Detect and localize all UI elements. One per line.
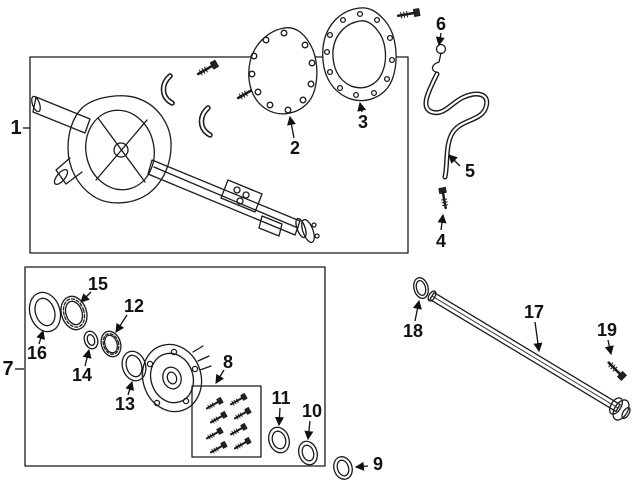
callout-3: 3 <box>358 112 368 132</box>
part-vent-fitting <box>431 43 447 73</box>
leader-line-16 <box>36 329 46 345</box>
callout-12: 12 <box>124 296 144 316</box>
part-bearing-cup-13 <box>121 350 147 382</box>
part-axle-shaft <box>427 290 631 421</box>
part-retainer-bracket-lower <box>201 108 210 135</box>
callout-8: 8 <box>223 352 233 372</box>
leader-line-9 <box>354 461 369 471</box>
part-wheel-hub <box>141 343 212 413</box>
callout-1: 1 <box>10 117 21 139</box>
leader-line-13 <box>125 380 135 396</box>
leader-line-11 <box>274 407 285 427</box>
leader-line-15 <box>80 291 92 303</box>
part-gasket-ring <box>322 7 397 102</box>
callout-13: 13 <box>115 394 135 414</box>
callout-4: 4 <box>436 231 446 251</box>
callout-labels: 1 2 3 4 5 6 7 8 9 10 11 12 13 14 15 16 1… <box>2 14 617 474</box>
callout-2: 2 <box>290 138 300 158</box>
part-retainer-bracket-upper <box>163 76 172 103</box>
callout-19: 19 <box>597 320 617 340</box>
part-seal-10 <box>298 440 318 466</box>
callout-15: 15 <box>88 274 108 294</box>
part-flange-bolt-19 <box>604 358 628 382</box>
bolt-kit-box <box>191 385 262 458</box>
leader-line-14 <box>82 348 92 367</box>
leader-line-3 <box>357 101 367 113</box>
callout-5: 5 <box>465 161 475 181</box>
leader-lines <box>15 32 614 471</box>
part-hose-fitting <box>437 186 451 210</box>
leader-line-17 <box>533 321 543 353</box>
leader-line-10 <box>304 420 314 441</box>
part-mount-bolt-upper <box>195 58 220 79</box>
callout-16: 16 <box>27 343 47 363</box>
hub-parts-box <box>24 266 326 467</box>
callout-11: 11 <box>271 388 290 408</box>
leader-line-19 <box>604 339 614 356</box>
part-oring-18 <box>413 277 429 299</box>
leader-line-18 <box>412 299 422 322</box>
part-bearing-15 <box>60 295 88 331</box>
part-bearing-12 <box>100 330 122 358</box>
callout-10: 10 <box>302 401 322 421</box>
callout-6: 6 <box>436 14 446 34</box>
leader-line-4 <box>437 213 447 231</box>
callout-17: 17 <box>524 302 544 322</box>
callout-7: 7 <box>2 358 13 380</box>
part-seal-14 <box>83 330 99 350</box>
leader-line-6 <box>435 32 445 47</box>
part-bolt-kit <box>204 392 253 456</box>
part-seal-9 <box>333 456 353 480</box>
axle-assembly-box <box>29 56 409 254</box>
callout-18: 18 <box>403 321 423 341</box>
part-axle-housing <box>31 95 320 244</box>
part-vent-hose <box>423 71 490 180</box>
leader-line-2 <box>287 115 296 139</box>
part-cover-gasket <box>248 27 318 115</box>
leader-line-12 <box>115 314 128 333</box>
callout-14: 14 <box>72 365 92 385</box>
callout-9: 9 <box>373 454 383 474</box>
leader-line-5 <box>448 154 461 167</box>
leader-line-8 <box>215 369 225 384</box>
part-cover-bolt <box>396 7 422 21</box>
part-seal-11 <box>268 426 290 454</box>
part-seal-16 <box>28 291 62 333</box>
